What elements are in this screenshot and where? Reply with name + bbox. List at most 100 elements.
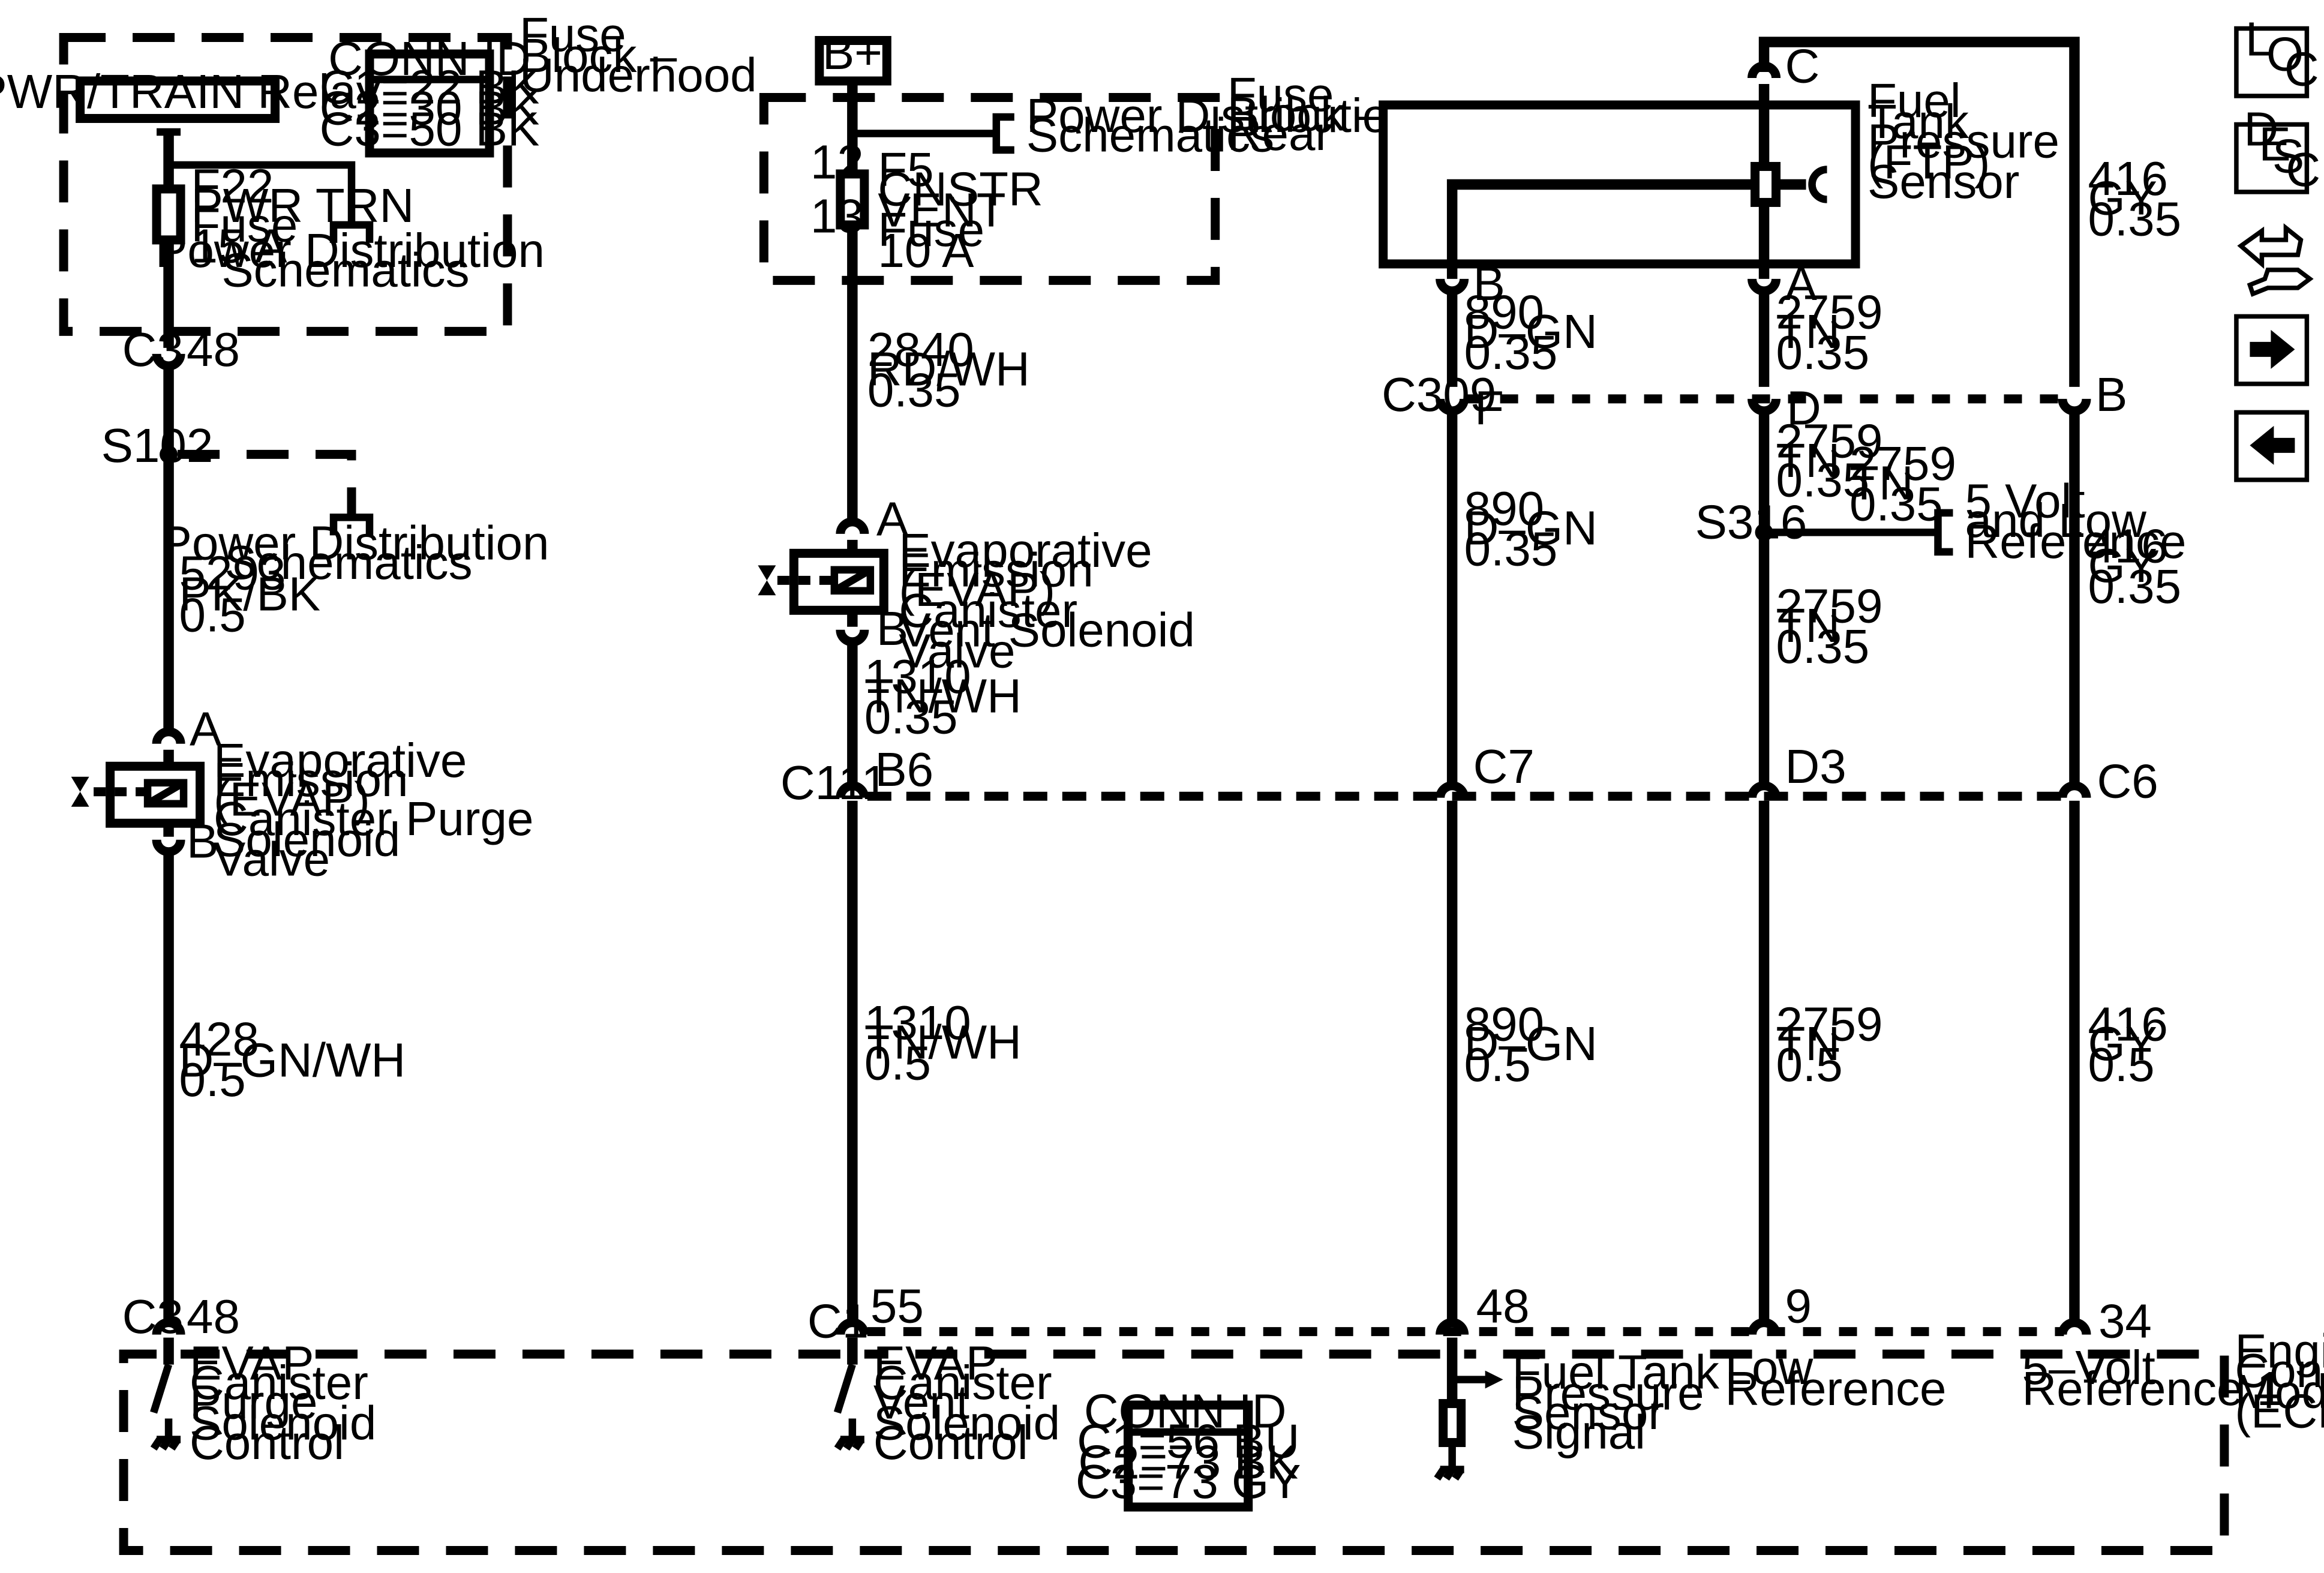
- wire-2840-line-2: RD/WH: [867, 342, 1030, 395]
- desc-button[interactable]: D E S C: [2234, 102, 2320, 196]
- f5-fuse-line-2: CNSTR: [878, 162, 1043, 215]
- wire-2759-after-c309-line-2: TN: [1776, 434, 1840, 487]
- desc-button-icon[interactable]: [2234, 122, 2310, 194]
- wire-2759-sensor-line-3: 0.35: [1776, 326, 1870, 379]
- c309-pin-d: D: [1786, 381, 1821, 434]
- wire-890-sensor-line-3: 0.35: [1464, 326, 1558, 379]
- s316-branch-wire-line-1: 2759: [1849, 437, 1956, 490]
- ecm-conn-id-line-3: C3=73 GY: [1076, 1455, 1301, 1508]
- wire-2759-mid-line-1: 2759: [1776, 579, 1883, 632]
- ecm-purge-line-1: EVAP: [190, 1337, 314, 1390]
- next-button[interactable]: [2234, 314, 2310, 386]
- ecm-conn-id-title: CONN ID: [1084, 1385, 1287, 1438]
- purge-solenoid-line-2: Emission: [214, 753, 408, 806]
- ecm-ftp-signal-line-3: Sensor: [1512, 1386, 1664, 1439]
- connector-tool-button[interactable]: [2237, 223, 2314, 297]
- previous-arrow-icon[interactable]: [2250, 425, 2295, 465]
- fuse-block-underhood: Fuse Block – Underhood CONN ID C1=22 BK …: [0, 8, 757, 348]
- underhood-power-dist-line-2: Schematics: [221, 243, 469, 296]
- vent-solenoid-line-1: Evaporative: [899, 524, 1152, 577]
- loc-button[interactable]: L O C: [2234, 12, 2319, 98]
- purge-solenoid-line-6: Valve: [214, 833, 330, 886]
- wire-1310-upper-line-1: 1310: [864, 650, 971, 703]
- purge-solenoid-line-3: (EVAP): [214, 773, 370, 826]
- ftp-sensor-line-4: (FTP): [1867, 135, 1990, 188]
- desc-letter-c: C: [2286, 143, 2320, 196]
- rear-power-dist-line-2: Schematics: [1026, 108, 1274, 161]
- nav-panel: L O C D E S C: [2234, 12, 2320, 482]
- s316-branch-wire-line-3: 0.35: [1849, 477, 1943, 530]
- loc-letter-c: C: [2284, 42, 2319, 95]
- ftp-sensor-line-3: Pressure: [1867, 114, 2059, 167]
- underhood-conn-id-title: CONN ID: [328, 32, 531, 85]
- ecm-title-line-4: (ECM): [2235, 1385, 2324, 1438]
- wire-2759-sensor-line-1: 2759: [1776, 285, 1883, 338]
- ecm-purge-line-3: Purge: [190, 1376, 317, 1429]
- fuse-block-underhood-title-3: Underhood: [520, 48, 757, 101]
- c3-top-connector-label: C3: [122, 323, 184, 376]
- desc-letter-s: S: [2272, 129, 2304, 182]
- wire-5293-line-1: 5293: [179, 546, 286, 599]
- c111-pin-c6: C6: [2097, 755, 2158, 808]
- wire-428-line-1: 428: [179, 1013, 259, 1066]
- f5-fuse-line-4: Fuse: [878, 203, 984, 256]
- connector-tool-icon[interactable]: [2237, 223, 2314, 297]
- vent-solenoid-pin-a: A: [876, 492, 909, 545]
- ftp-signal-circuit: 890 D–GN 0.35 F 890 D–GN 0.35 C7 890 D–G…: [1434, 285, 1720, 1481]
- next-arrow-icon[interactable]: [2250, 329, 2295, 369]
- s102-label: S102: [101, 419, 214, 472]
- wire-5293-line-3: 0.5: [179, 588, 246, 641]
- ecm-vent-line-2: Canister: [873, 1356, 1052, 1409]
- underhood-conn-id-line-3: C3=50 BK: [320, 102, 540, 155]
- wire-416-lower-line-2: GY: [2088, 1017, 2157, 1070]
- f22-fuse-line-3: Fuse: [191, 198, 298, 251]
- ecm-pin-34: 34: [2098, 1295, 2152, 1348]
- ecm-purge-line-5: Control: [190, 1416, 344, 1469]
- vent-solenoid-line-3: (EVAP): [899, 563, 1055, 616]
- c309-pin-f: F: [1475, 381, 1504, 434]
- wire-2759-lower-line-2: TN: [1776, 1017, 1840, 1070]
- wire-890-sensor-line-2: D–GN: [1464, 305, 1598, 358]
- ecm-title-line-2: Control: [2235, 1344, 2324, 1397]
- loc-button-icon[interactable]: [2234, 26, 2310, 98]
- wire-2840-line-3: 0.35: [867, 363, 961, 416]
- purge-solenoid-line-5: Solenoid: [214, 813, 400, 866]
- wire-428-line-3: 0.5: [179, 1053, 246, 1106]
- ecm-pin-9: 9: [1785, 1280, 1812, 1333]
- wire-890-sensor-line-1: 890: [1464, 285, 1544, 338]
- ecm-ref-line-2: Reference 1: [2022, 1362, 2283, 1415]
- ftp-sensor-line-5: Sensor: [1867, 155, 2019, 208]
- fuse-block-rear-title-1: Fuse: [1227, 68, 1334, 121]
- f5-fuse-line-3: VENT: [878, 183, 1005, 236]
- wire-890-lower-line-3: 0.5: [1464, 1038, 1531, 1091]
- wire-2759-mid-line-2: TN: [1776, 599, 1840, 652]
- ecm-pin-48: 48: [1476, 1280, 1530, 1333]
- wire-1310-lower-line-1: 1310: [864, 996, 971, 1049]
- fuse-block-underhood-outline: [59, 32, 512, 336]
- f5-fuse-line-5: 10 A: [878, 224, 974, 277]
- f5-fuse-symbol: [836, 169, 869, 230]
- wire-1310-upper-line-3: 0.35: [864, 690, 958, 743]
- wire-2840-line-1: 2840: [867, 323, 974, 376]
- ecm-purge-line-4: Solenoid: [190, 1397, 376, 1450]
- pwr-train-relay-box: [76, 76, 280, 123]
- c309-pin-b: B: [2095, 368, 2127, 421]
- fuse-block-underhood-title-1: Fuse: [520, 8, 626, 61]
- loc-letter-o: O: [2266, 27, 2304, 80]
- f22-fuse-line-2: PWR TRN: [191, 179, 415, 232]
- wire-890-mid-line-3: 0.35: [1464, 522, 1558, 575]
- previous-button[interactable]: [2234, 410, 2310, 482]
- f22-fuse-line-4: 15 A: [191, 219, 288, 272]
- ref-circuit: 416 GY 0.35 B 416 GY 0.35 C6 416 GY 0.5 …: [2022, 152, 2283, 1415]
- fuse-block-underhood-title-2: Block –: [520, 29, 677, 82]
- desc-letter-d: D: [2244, 102, 2278, 155]
- f5-fuse-line-1: F5: [878, 143, 933, 196]
- wire-2759-lower-line-1: 2759: [1776, 998, 1883, 1051]
- wire-416-lower-line-1: 416: [2088, 998, 2167, 1051]
- ecm-c1-label: C1: [807, 1295, 869, 1348]
- ecm-vent-line-1: EVAP: [873, 1337, 998, 1390]
- purge-solenoid-pin-b: B: [187, 815, 218, 868]
- purge-solenoid-line-1: Evaporative: [214, 734, 467, 787]
- fuse-block-rear-title-2: Block –: [1227, 87, 1385, 140]
